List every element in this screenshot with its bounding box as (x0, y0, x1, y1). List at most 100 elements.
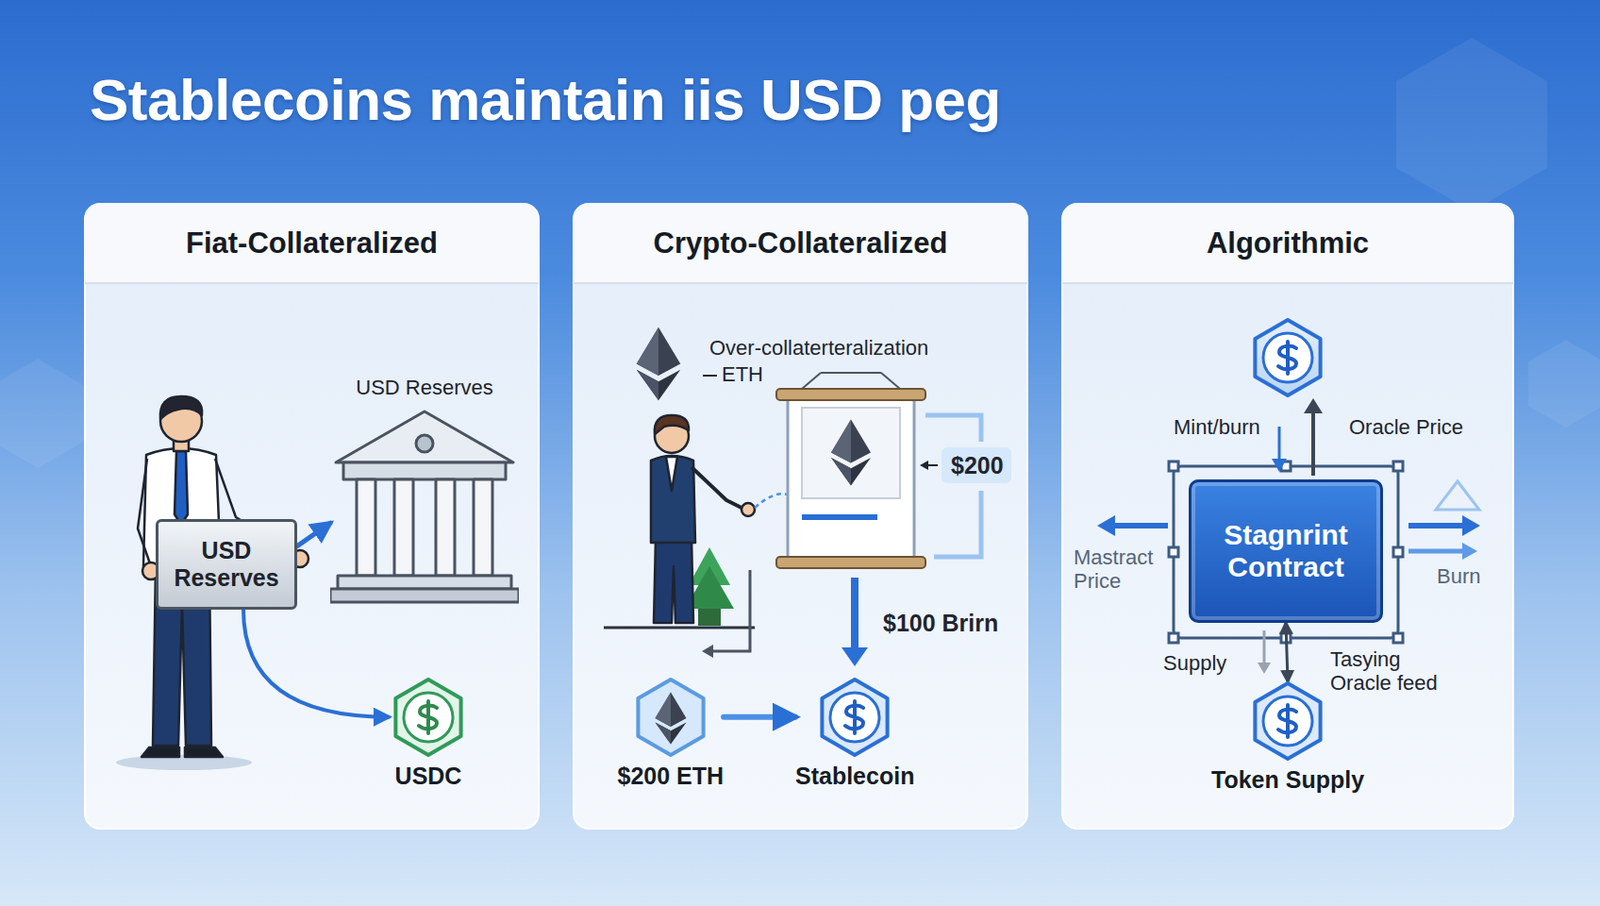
bank-building (473, 479, 493, 576)
coin-node: $200 ETH (617, 677, 725, 790)
panel-card: AlgorithmicStagnrint ContractToken Suppl… (1062, 203, 1514, 829)
node-text: Stagnrint Contract (1200, 518, 1371, 584)
annotation-label: ETH (721, 362, 764, 386)
flow-arrow (723, 714, 796, 720)
contract-box: Stagnrint Contract (1188, 479, 1384, 623)
panel-cards (84, 203, 539, 284)
coin-label: $200 ETH (617, 762, 725, 790)
annotation-label: Oracle Price (1349, 415, 1464, 439)
coin-icon (654, 722, 671, 745)
person-figure-2 (741, 502, 755, 517)
bank-building (356, 479, 376, 576)
top-coin (1278, 341, 1297, 374)
collateral-vault (941, 447, 1012, 484)
coin-node: USDC (388, 677, 468, 790)
panel-heading: Crypto-Collateralized (653, 226, 949, 261)
annotation-label: Burn (1436, 564, 1481, 588)
person-figure-2 (691, 466, 746, 510)
reserve-box: USD Reserves (155, 518, 298, 610)
person-figure (160, 396, 202, 419)
panel-header: Crypto-Collateralized (573, 203, 1028, 284)
collateral-vault (831, 457, 871, 485)
coin-node: Stablecoin (795, 677, 915, 790)
panel-cards (84, 203, 1514, 829)
contract-frame (1168, 461, 1179, 471)
algo-arrows (1097, 398, 1481, 674)
flow-arrow (297, 522, 331, 546)
coin-icon (395, 679, 461, 755)
eth-icon (636, 327, 682, 376)
coin-icon (1254, 683, 1320, 759)
person-figure (116, 396, 309, 770)
coin-node: Token Supply (1211, 681, 1365, 794)
coin-icon (815, 677, 895, 757)
panel-cards (1062, 203, 1514, 829)
contract-frame (1393, 461, 1403, 471)
collateral-vault (831, 418, 871, 485)
coin-icon (637, 679, 703, 755)
annotation-label: $200 (950, 451, 1004, 480)
person-figure-2 (754, 493, 788, 508)
coin-icon (1263, 696, 1313, 746)
bank-building (330, 588, 519, 602)
collateral-vault (831, 418, 871, 463)
person-figure-2 (666, 456, 678, 491)
collateral-vault (881, 372, 900, 389)
eth-icon (636, 369, 682, 401)
panel-heading: Algorithmic (1206, 226, 1369, 261)
coin-icon (822, 679, 888, 755)
coin-icon (1248, 681, 1328, 761)
collateral-vault (925, 415, 982, 442)
top-coin (1254, 319, 1320, 396)
eth-icon (636, 369, 659, 401)
bank-building (330, 405, 519, 614)
flow-arrow (243, 609, 389, 717)
collateral-vault (801, 407, 900, 499)
contract-frame (1173, 466, 1399, 638)
algo-arrows (1408, 522, 1465, 529)
eth-dash (702, 374, 717, 377)
bank-building (435, 479, 455, 576)
ground-and-plant (701, 644, 714, 658)
bg-hexes (1528, 339, 1600, 428)
algo-arrows (1257, 662, 1271, 674)
panel-header: Fiat-Collateralized (84, 203, 539, 284)
ground-and-plant (603, 626, 755, 630)
algo-arrows (1462, 515, 1481, 536)
panel-heading: Fiat-Collateralized (185, 226, 438, 261)
panel-cards (573, 282, 1028, 284)
person-figure-2 (653, 537, 694, 623)
node-text: USD Reserves (167, 536, 285, 592)
bg-hexes (0, 358, 85, 468)
algo-arrows (1271, 458, 1287, 472)
collateral-vault (850, 577, 859, 650)
contract-frame (1168, 547, 1179, 557)
contract-frame (1393, 547, 1403, 557)
collateral-vault (776, 556, 926, 568)
algo-arrows (1408, 549, 1465, 554)
collateral-vault (831, 457, 851, 485)
algo-arrows (1462, 542, 1478, 560)
panel-card: Fiat-CollateralizedUSD ReservesUSD Reser… (84, 203, 539, 829)
top-coin (1254, 319, 1320, 396)
algo-arrows (1303, 398, 1323, 414)
eth-dash (702, 375, 717, 377)
bank-building (330, 411, 519, 602)
annotation-label: Mastract Price (1073, 545, 1168, 594)
algo-arrows (1435, 481, 1480, 510)
coin-label: USDC (395, 762, 463, 790)
coin-icon (388, 677, 468, 757)
annotation-label: Supply (1163, 650, 1227, 675)
person-figure (174, 450, 188, 525)
coin-icon (403, 692, 453, 742)
collateral-vault (919, 460, 929, 470)
bank-building (416, 434, 434, 452)
coin-icon (654, 692, 686, 727)
collateral-vault (801, 514, 878, 520)
ground-and-plant (698, 608, 721, 626)
collateral-vault (933, 490, 982, 557)
coin-icon (654, 692, 686, 745)
contract-frame (1393, 633, 1403, 643)
algo-arrows (1311, 411, 1316, 476)
